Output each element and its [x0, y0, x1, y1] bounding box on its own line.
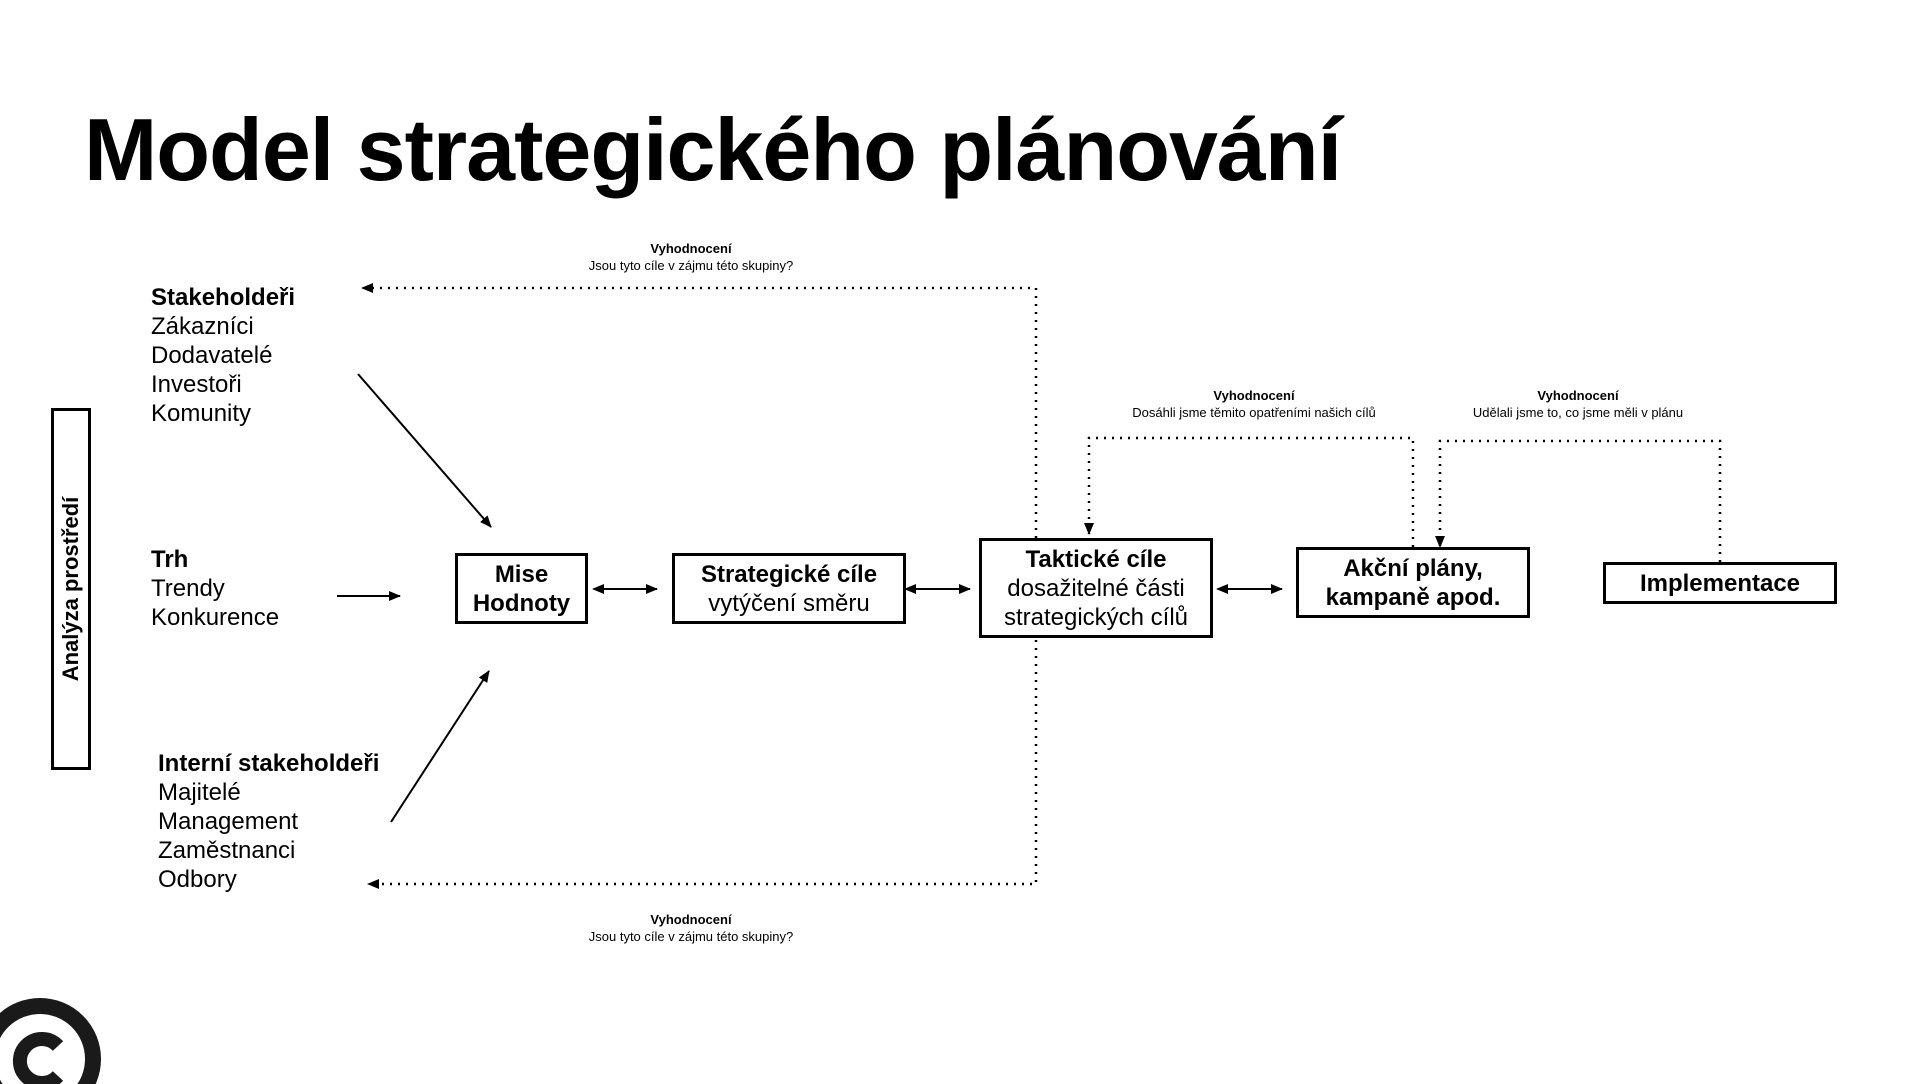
evaluation-top: Vyhodnocení Jsou tyto cíle v zájmu této …: [589, 240, 793, 274]
evaluation-heading: Vyhodnocení: [1537, 388, 1619, 403]
group-heading: Interní stakeholdeři: [158, 750, 380, 777]
evaluation-heading: Vyhodnocení: [650, 912, 732, 927]
market-group: Trh Trendy Konkurence: [151, 545, 279, 632]
values-label: Hodnoty: [472, 589, 571, 617]
tactical-goals-title: Taktické cíle: [1025, 545, 1167, 573]
feedback-tactical-loop: [1084, 436, 1415, 547]
evaluation-question: Jsou tyto cíle v zájmu této skupiny?: [588, 929, 794, 944]
tactical-goals-subtitle-1: dosažitelné části: [1007, 574, 1185, 602]
implementation-box: Implementace: [1603, 562, 1837, 604]
copyright-logo-icon: [0, 998, 101, 1084]
feedback-implementation-loop: [1435, 439, 1722, 562]
action-plans-line-1: Akční plány,: [1343, 554, 1483, 582]
evaluation-heading: Vyhodnocení: [650, 241, 732, 256]
list-item: Zákazníci: [151, 313, 254, 340]
evaluation-bottom: Vyhodnocení Jsou tyto cíle v zájmu této …: [589, 911, 793, 945]
list-item: Trendy: [151, 575, 225, 602]
evaluation-tactical: Vyhodnocení Dosáhli jsme těmito opatření…: [1132, 387, 1376, 421]
strategic-goals-box: Strategické cíle vytýčení směru: [672, 553, 906, 624]
group-heading: Stakeholdeři: [151, 284, 296, 311]
strategic-goals-title: Strategické cíle: [700, 560, 878, 588]
evaluation-implementation: Vyhodnocení Udělali jsme to, co jsme měl…: [1473, 387, 1683, 421]
list-item: Komunity: [151, 400, 252, 427]
evaluation-question: Jsou tyto cíle v zájmu této skupiny?: [588, 258, 794, 273]
list-item: Investoři: [151, 371, 242, 398]
page-title: Model strategického plánování: [84, 100, 1342, 199]
environment-analysis-label: Analýza prostředí: [58, 496, 83, 682]
mission-label: Mise: [494, 560, 549, 588]
evaluation-heading: Vyhodnocení: [1213, 388, 1295, 403]
list-item: Zaměstnanci: [158, 837, 296, 864]
list-item: Konkurence: [151, 604, 280, 631]
list-item: Majitelé: [158, 779, 241, 806]
list-item: Management: [158, 808, 299, 835]
environment-analysis-box: Analýza prostředí: [51, 408, 91, 770]
feedback-top-loop: [361, 283, 1038, 538]
implementation-title: Implementace: [1639, 569, 1801, 597]
strategic-goals-subtitle: vytýčení směru: [708, 589, 870, 617]
feedback-bottom-loop: [367, 640, 1038, 889]
list-item: Odbory: [158, 866, 237, 893]
action-plans-line-2: kampaně apod.: [1325, 583, 1501, 611]
list-item: Dodavatelé: [151, 342, 273, 369]
evaluation-question: Udělali jsme to, co jsme měli v plánu: [1472, 405, 1684, 420]
external-stakeholders-group: Stakeholdeři Zákazníci Dodavatelé Invest…: [151, 283, 295, 428]
tactical-goals-box: Taktické cíle dosažitelné části strategi…: [979, 538, 1213, 638]
arrow-stakeholders-to-mission: [357, 373, 492, 528]
mission-box: Mise Hodnoty: [455, 553, 588, 624]
group-heading: Trh: [151, 546, 189, 573]
arrow-internal-to-mission: [390, 670, 490, 823]
action-plans-box: Akční plány, kampaně apod.: [1296, 547, 1530, 618]
tactical-goals-subtitle-2: strategických cílů: [1003, 603, 1189, 631]
internal-stakeholders-group: Interní stakeholdeři Majitelé Management…: [158, 749, 379, 894]
evaluation-question: Dosáhli jsme těmito opatřeními našich cí…: [1132, 405, 1376, 420]
